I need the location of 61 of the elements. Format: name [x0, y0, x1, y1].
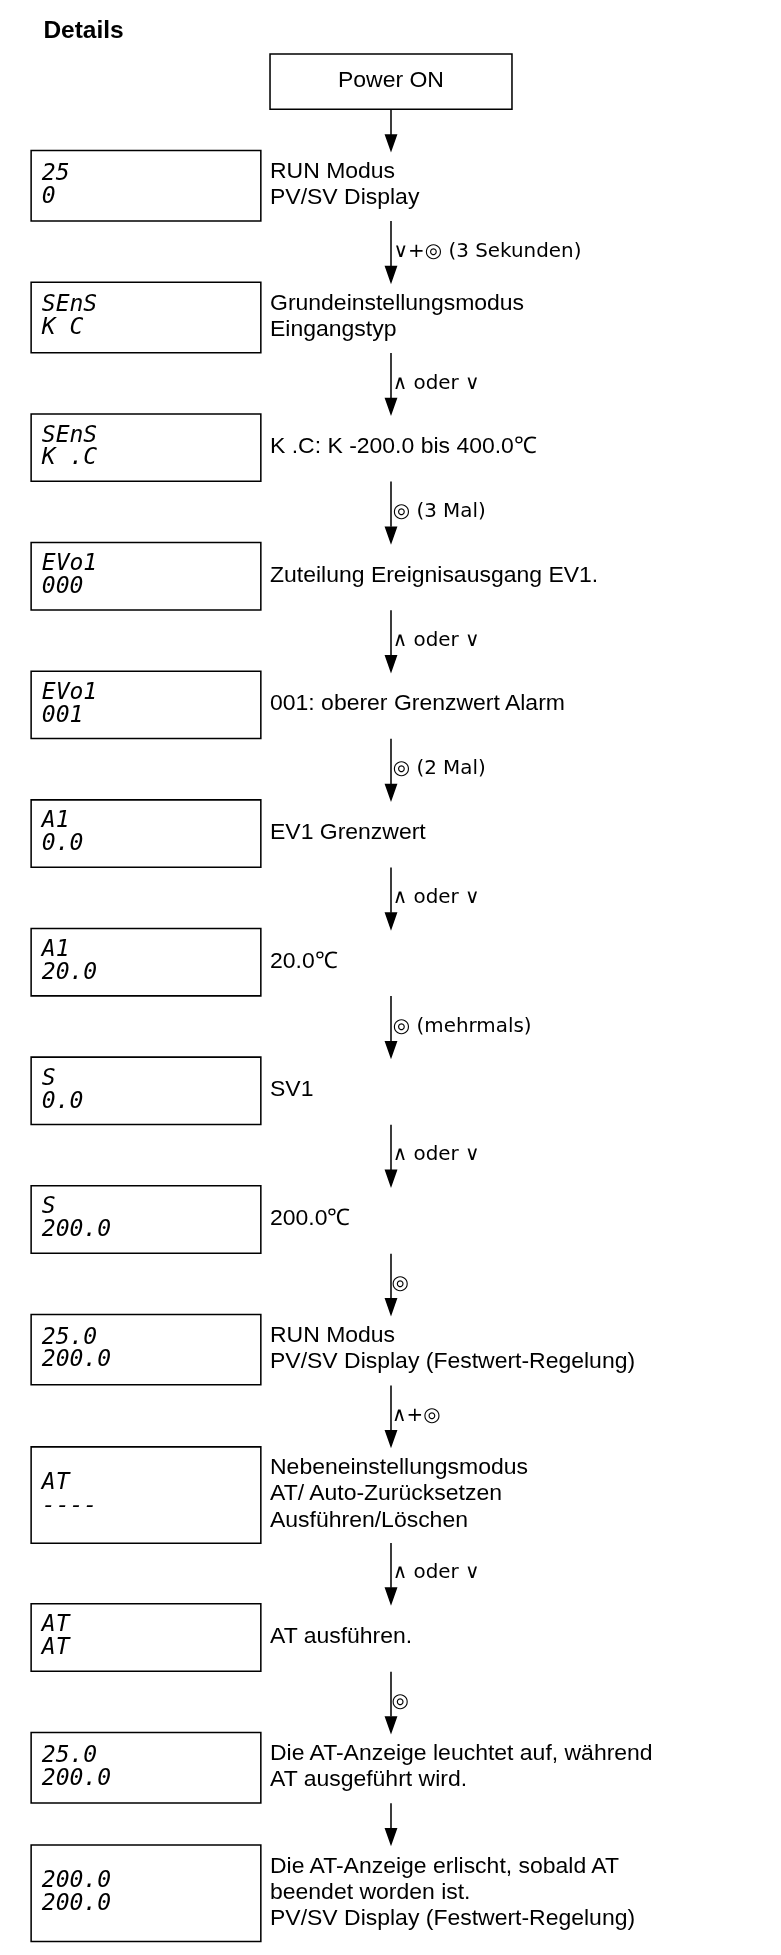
node-box: Power ON: [268, 53, 513, 110]
edge-label: ∧ oder ∨: [392, 1142, 480, 1166]
node-label: Die AT-Anzeige erlischt, sobald AT beendet worden ist.: [269, 1851, 619, 1904]
arrow: [384, 1671, 397, 1735]
node-label: 001: oberer Grenzwert Alarm: [269, 689, 565, 716]
arrow: [384, 480, 397, 545]
arrow: [384, 738, 397, 803]
arrow: [384, 995, 397, 1060]
edge-label: ∧ oder ∨: [392, 627, 480, 651]
node-label: AT/ Auto-Zurücksetzen Ausführen/Löschen: [269, 1479, 502, 1532]
diagram-title: Details: [42, 16, 124, 44]
edge-label: ◎ (3 Mal): [392, 499, 486, 523]
arrow: [384, 866, 397, 931]
node-label: 200.0℃: [269, 1203, 351, 1230]
node-label: RUN Modus: [269, 1320, 395, 1347]
node-label: PV/SV Display (Festwert-Regelung): [269, 1903, 635, 1930]
node-box: S 200.0: [29, 1185, 262, 1254]
edge-label: ∨+◎ (3 Sekunden): [393, 238, 581, 262]
node-box: EVo1 000: [29, 541, 262, 611]
node-box: 25.0 200.0: [29, 1731, 262, 1804]
node-label: Nebeneinstellungsmodus: [269, 1453, 528, 1480]
node-box: S 0.0: [29, 1056, 262, 1126]
node-label: PV/SV Display (Festwert-Regelung): [269, 1347, 635, 1373]
node-label: RUN Modus: [269, 157, 395, 184]
edge-label: ∧ oder ∨: [392, 885, 480, 909]
edge-label: ◎: [391, 1270, 409, 1294]
edge-label: ∧ oder ∨: [392, 370, 480, 394]
node-label: Eingangstyp: [269, 314, 396, 341]
arrow: [384, 108, 397, 153]
edge-label: ∧+◎: [391, 1402, 441, 1426]
node-box: A1 20.0: [29, 927, 262, 997]
arrow: [384, 1252, 397, 1317]
edge-label: ◎: [391, 1689, 409, 1713]
node-box: 25 0: [29, 149, 262, 222]
node-label: Grundeinstellungsmodus: [269, 288, 524, 315]
node-box: AT AT: [29, 1603, 262, 1672]
node-box: SEnS K .C: [29, 413, 262, 483]
node-label: EV1 Grenzwert: [269, 817, 426, 844]
node-label: SV1: [269, 1075, 313, 1102]
node-label: Die AT-Anzeige leuchtet auf, während AT ausgeführt wird.: [269, 1739, 653, 1792]
node-box: 25.0 200.0: [29, 1313, 262, 1386]
node-box: A1 0.0: [29, 799, 262, 868]
node-label: K .C: K -200.0 bis 400.0℃: [269, 432, 537, 458]
arrow: [384, 1384, 397, 1449]
arrow: [384, 609, 397, 674]
arrow: [384, 1542, 397, 1606]
node-box: AT ----: [29, 1446, 262, 1545]
arrow: [384, 1802, 397, 1847]
edge-label: ◎ (mehrmals): [392, 1013, 532, 1037]
node-label: PV/SV Display: [269, 183, 419, 210]
edge-label: ◎ (2 Mal): [392, 756, 486, 780]
node-box: 200.0 200.0: [29, 1844, 262, 1943]
node-label: 20.0℃: [269, 946, 338, 973]
edge-label: ∧ oder ∨: [392, 1560, 480, 1584]
node-box: SEnS K C: [29, 281, 262, 354]
node-label: Zuteilung Ereignisausgang EV1.: [269, 560, 598, 587]
node-label: AT ausführen.: [269, 1621, 412, 1648]
arrow: [384, 1123, 397, 1188]
arrow: [384, 220, 397, 285]
node-box: EVo1 001: [29, 670, 262, 740]
arrow: [384, 352, 397, 417]
